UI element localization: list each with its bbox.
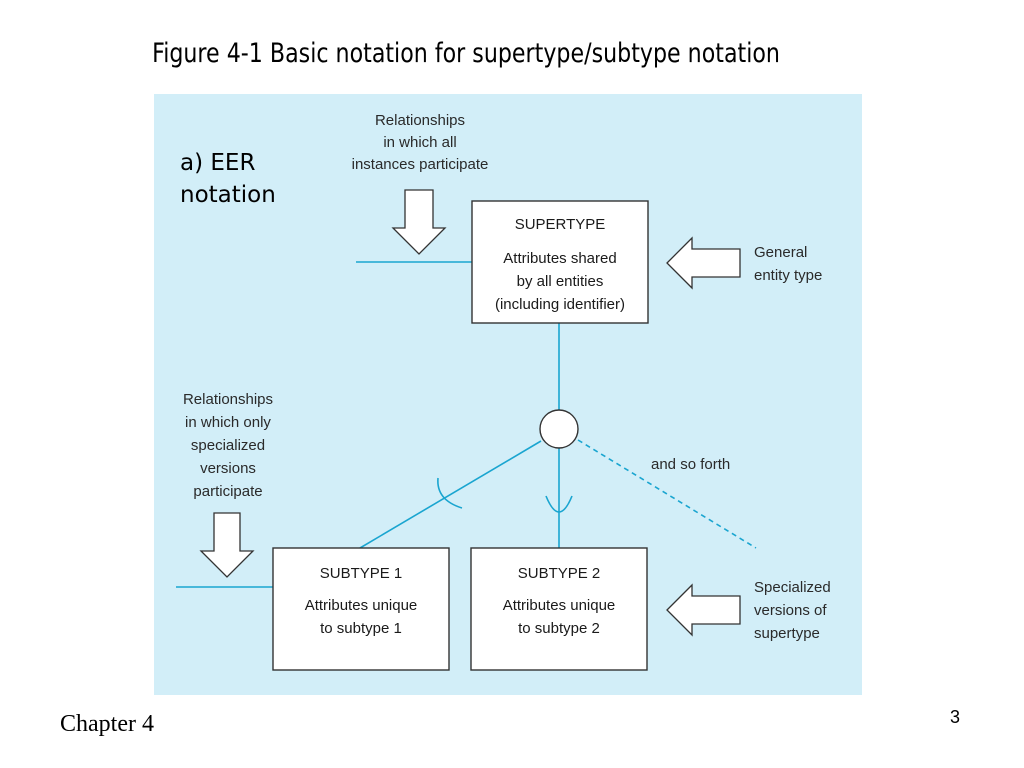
eer-label-line-1: a) EER [180, 150, 255, 176]
note-specialized-line-3: specialized [191, 437, 265, 454]
note-all-instances-line-1: Relationships [375, 112, 465, 129]
note-all-instances: Relationships in which all instances par… [352, 112, 489, 173]
supertype-attr-line-1: Attributes shared [503, 250, 616, 267]
eer-label-line-2: notation [180, 182, 276, 208]
circle-dashed-line [577, 439, 757, 549]
left-arrow-icon-general [666, 236, 741, 290]
note-general-line-2: entity type [754, 267, 822, 284]
note-all-instances-line-2: in which all [383, 134, 456, 151]
subset-symbol-subtype1 [437, 477, 463, 509]
note-specialized-line-2: in which only [185, 414, 271, 431]
note-all-instances-line-3: instances participate [352, 156, 489, 173]
note-specialized-versions: Specialized versions of supertype [754, 579, 831, 642]
note-general-entity: General entity type [754, 244, 822, 284]
page-number: 3 [950, 707, 961, 727]
note-and-so-forth: and so forth [651, 456, 730, 473]
subtype1-attr-line-2: to subtype 1 [320, 620, 402, 637]
slide-title: Figure 4-1 Basic notation for supertype/… [152, 38, 780, 69]
left-arrow-icon-specialized [666, 583, 741, 637]
note-specialized-only: Relationships in which only specialized … [183, 391, 273, 500]
note-specialized-line-1: Relationships [183, 391, 273, 408]
subtype2-name: SUBTYPE 2 [518, 565, 601, 582]
note-general-line-1: General [754, 244, 807, 261]
note-versions-line-2: versions of [754, 602, 827, 619]
supertype-attr-line-2: by all entities [517, 273, 604, 290]
note-versions-line-1: Specialized [754, 579, 831, 596]
supertype-box: SUPERTYPE Attributes shared by all entit… [471, 200, 649, 324]
specialization-circle [539, 409, 579, 449]
note-specialized-line-4: versions [200, 460, 256, 477]
subtype2-attr-line-2: to subtype 2 [518, 620, 600, 637]
subset-symbol-subtype2 [545, 495, 573, 513]
down-arrow-icon-specialized [199, 512, 255, 578]
note-specialized-line-5: participate [193, 483, 262, 500]
down-arrow-icon [391, 189, 447, 255]
subtype2-attr-line-1: Attributes unique [503, 597, 616, 614]
subtype1-attr-line-1: Attributes unique [305, 597, 418, 614]
subtype2-box: SUBTYPE 2 Attributes unique to subtype 2 [470, 547, 648, 671]
subtype1-box: SUBTYPE 1 Attributes unique to subtype 1 [272, 547, 450, 671]
note-versions-line-3: supertype [754, 625, 820, 642]
supertype-attr-line-3: (including identifier) [495, 296, 625, 313]
subtype1-name: SUBTYPE 1 [320, 565, 403, 582]
connector-lines [176, 261, 757, 588]
supertype-name: SUPERTYPE [515, 216, 606, 233]
footer-chapter: Chapter 4 [60, 711, 154, 737]
circle-to-subtype1-line [359, 440, 542, 549]
